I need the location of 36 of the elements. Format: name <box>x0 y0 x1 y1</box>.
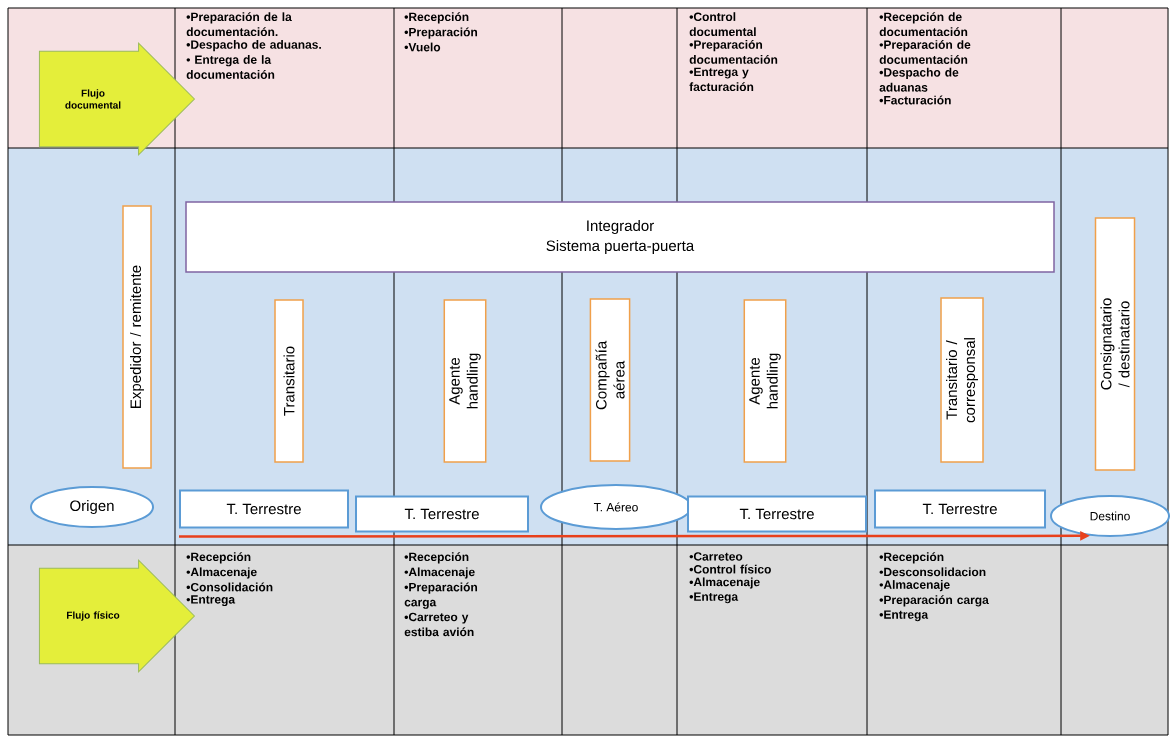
list-item: •Carreteo y estiba avión <box>404 612 474 637</box>
list-item: •Despacho de aduanas <box>879 67 959 92</box>
transport-box: T. Terrestre <box>179 489 349 529</box>
transport-box: T. Terrestre <box>355 495 529 533</box>
transport-box: T. Terrestre <box>687 495 867 533</box>
list-item: •Recepción de documentación <box>879 12 968 37</box>
list-item: •Desconsolidacion <box>879 567 986 577</box>
list-item: •Almacenaje <box>404 567 475 579</box>
list-item: •Preparación carga <box>879 595 989 607</box>
list-item: •Entrega <box>879 610 929 622</box>
actor-box: Agente handling <box>743 299 787 463</box>
list-item: •Preparación carga <box>404 582 477 609</box>
list-item: •Preparación de la documentación. <box>186 12 292 37</box>
list-item: •Control documental <box>689 12 756 36</box>
list-item: •Recepción <box>404 552 469 564</box>
actor-box: Consignatario / destinatario <box>1094 217 1136 471</box>
actor-box: Agente handling <box>443 299 487 463</box>
actor-box: Compañía aérea <box>589 298 631 462</box>
list-item: •Entrega y facturación <box>689 67 754 92</box>
list-item: •Preparación de documentación <box>879 40 971 64</box>
list-item: •Entrega <box>689 592 739 604</box>
list-item: •Preparación <box>404 27 477 39</box>
list-item: •Control físico <box>689 564 771 574</box>
list-item: •Recepción <box>404 12 469 24</box>
actor-box: Expedidor / remitente <box>122 205 152 469</box>
actor-box: Transitario <box>274 299 304 463</box>
actor-box: Transitario / corresponsal <box>940 297 984 463</box>
list-item: •Almacenaje <box>879 580 950 592</box>
transport-box: T. Terrestre <box>874 489 1046 529</box>
list-item: •Facturación <box>879 95 951 105</box>
list-item: •Carreteo <box>689 552 743 561</box>
list-item: •Recepción <box>879 552 944 564</box>
list-item: •Preparación documentación <box>689 39 778 64</box>
list-item: •Almacenaje <box>689 577 760 589</box>
system-box: Integrador Sistema puerta-puerta <box>185 201 1055 273</box>
list-item: •Vuelo <box>404 42 441 52</box>
